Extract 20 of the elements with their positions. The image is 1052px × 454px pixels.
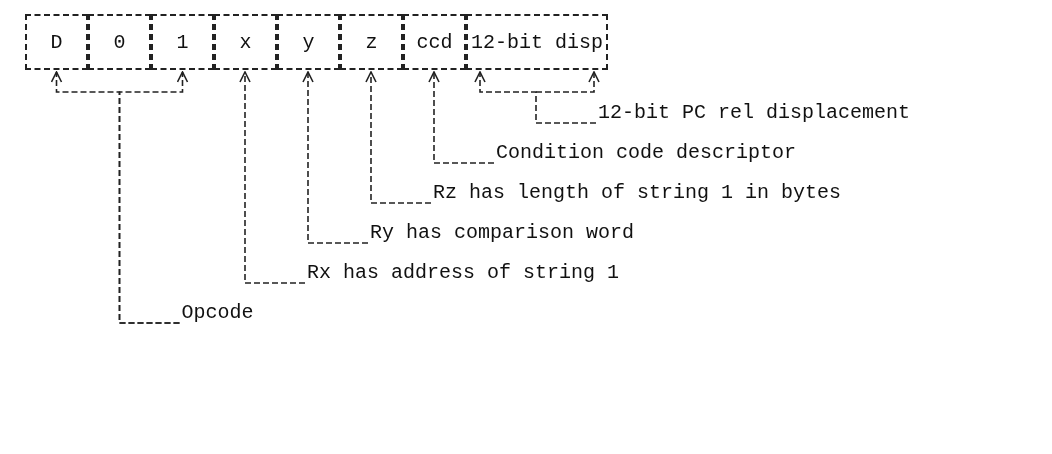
leader-line	[239, 71, 306, 284]
leader-line	[365, 71, 432, 204]
bit-field: x	[214, 14, 277, 70]
field-description: Rz has length of string 1 in bytes	[433, 181, 842, 205]
bit-field: z	[340, 14, 403, 70]
leader-line	[118, 71, 189, 324]
bit-field: 12-bit disp	[466, 14, 608, 70]
bit-field: 0	[88, 14, 151, 70]
field-description: Condition code descriptor	[496, 141, 797, 165]
bit-field: ccd	[403, 14, 466, 70]
field-description: Opcode	[181, 301, 254, 325]
bit-field: D	[25, 14, 88, 70]
field-description: 12-bit PC rel displacement	[598, 101, 911, 125]
bit-field: y	[277, 14, 340, 70]
leader-line	[474, 71, 597, 124]
field-description: Rx has address of string 1	[307, 261, 620, 285]
field-description: Ry has comparison word	[370, 221, 635, 245]
leader-line	[428, 71, 495, 164]
leader-line	[302, 71, 369, 244]
bit-field: 1	[151, 14, 214, 70]
